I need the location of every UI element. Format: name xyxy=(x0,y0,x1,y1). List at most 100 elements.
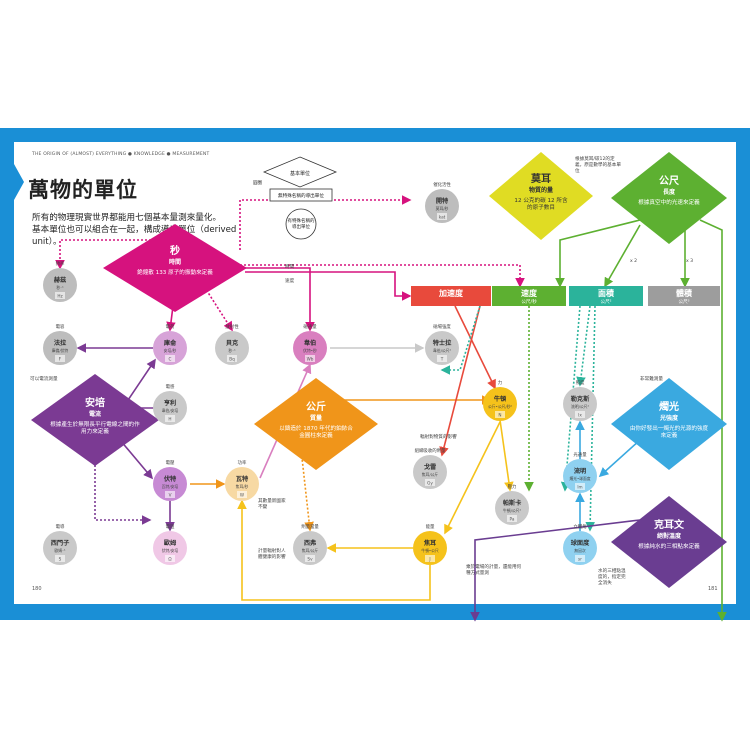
unit-farad-unit: 庫倫/伏特 xyxy=(52,348,69,353)
legend-box xyxy=(269,188,333,202)
base-unit-mole-diamond xyxy=(489,152,593,240)
unit-coulomb-symbol-box xyxy=(165,355,175,362)
unit-volt-name: 伏特 xyxy=(164,475,177,483)
unit-katal-unit: 莫耳/秒 xyxy=(436,206,449,211)
unit-watt-symbol: W xyxy=(240,493,244,498)
derived-box-speed-rect xyxy=(492,286,566,306)
unit-henry-circle xyxy=(153,391,187,425)
unit-henry-symbol: H xyxy=(168,417,171,422)
unit-lm-unit: 燭光•球面度 xyxy=(569,476,590,481)
unit-newton-circle xyxy=(483,387,517,421)
unit-katal-symbol: kat xyxy=(439,215,446,220)
unit-coulomb-symbol: C xyxy=(169,357,172,362)
unit-watt-circle xyxy=(225,467,259,501)
unit-newton-quantity: 力 xyxy=(498,379,502,386)
unit-becquerel-symbol: Bq xyxy=(229,357,235,362)
derived-box-accel: 加速度 xyxy=(411,286,491,306)
unit-volt-quantity: 電壓 xyxy=(166,460,175,466)
note-kelvin_note: 水的三相點溫 xyxy=(598,567,626,574)
note-sievert_note: 計量輻射對人 xyxy=(258,547,286,554)
note-kelvin_note: 全消失 xyxy=(598,579,612,586)
running-header: THE ORIGIN OF (ALMOST) EVERYTHING ● KNOW… xyxy=(32,152,210,157)
note-watt_note: 其數量新國家 xyxy=(258,497,286,504)
unit-henry-quantity: 電感 xyxy=(166,383,175,390)
unit-volt-unit: 瓦特/安培 xyxy=(162,484,179,489)
unit-siemens-quantity: 電導 xyxy=(56,523,65,530)
note-x3: x 3 xyxy=(686,258,693,264)
unit-sievert-quantity: 劑量當量 xyxy=(301,523,319,530)
base-unit-metre-name: 公尺 xyxy=(659,175,679,187)
base-unit-ampere-quantity: 電流 xyxy=(89,410,101,418)
base-unit-ampere-diamond xyxy=(31,374,159,466)
unit-pascal-circle xyxy=(495,491,529,525)
connector-line-34 xyxy=(598,439,641,478)
unit-sievert-circle xyxy=(293,531,327,565)
note-watt_note: 不變 xyxy=(258,503,268,510)
unit-coulomb-circle xyxy=(153,331,187,365)
unit-ohm-symbol: Ω xyxy=(168,557,172,562)
base-unit-mole-desc: 12 公克的碳 12 所含 xyxy=(514,196,568,204)
base-unit-kelvin-quantity: 絕對溫度 xyxy=(657,532,682,540)
unit-lumen-unit: 流明/公尺² xyxy=(571,404,589,409)
unit-watt-quantity: 功率 xyxy=(238,459,247,466)
unit-siemens-symbol-box xyxy=(55,555,65,562)
unit-becquerel-circle xyxy=(215,331,249,365)
unit-steradian-symbol-box xyxy=(575,555,585,562)
unit-tesla-unit: 韋伯/公尺² xyxy=(433,348,451,353)
derived-box-area-name: 面積 xyxy=(598,288,615,298)
connector-line-27 xyxy=(604,224,641,288)
base-unit-kilogram-quantity: 質量 xyxy=(310,414,322,422)
unit-katal-name: 開特 xyxy=(436,197,449,205)
unit-watt-name: 瓦特 xyxy=(236,475,249,483)
unit-farad-symbol: F xyxy=(59,357,62,362)
unit-farad-quantity: 電容 xyxy=(56,323,65,330)
title-tab-marker xyxy=(14,164,24,200)
note-kelvin_note: 度的，指定完 xyxy=(598,573,626,580)
unit-weber-circle xyxy=(293,331,327,365)
unit-steradian-circle xyxy=(563,531,597,565)
derived-unit-circles: 赫茲秒⁻¹Hz頻率開特莫耳/秒kat催化活性法拉庫倫/伏特F電容庫侖安培/秒C電… xyxy=(43,181,597,565)
unit-lm-symbol-box xyxy=(575,483,585,490)
base-unit-mole-quantity: 物質的量 xyxy=(529,186,553,194)
unit-steradian-symbol: sr xyxy=(578,557,582,562)
unit-farad-name: 法拉 xyxy=(54,339,67,347)
legend-base-label: 基本單位 xyxy=(290,170,310,177)
unit-joule-symbol-box xyxy=(425,555,435,562)
unit-pascal-quantity: 壓力 xyxy=(508,483,517,490)
connector-line-16 xyxy=(299,439,314,532)
unit-watt-symbol-box xyxy=(237,491,247,498)
note-mole_note: 位 xyxy=(575,167,580,174)
intro-line-2: 基本單位也可以組合在一起，構成導出單位（derived unit）。 xyxy=(32,225,237,247)
unit-lumen-circle xyxy=(563,387,597,421)
note-volt_note: 可以電流測量 xyxy=(30,375,58,382)
connector-line-29 xyxy=(699,219,727,622)
unit-siemens-circle xyxy=(43,531,77,565)
derived-unit-boxes: 加速度速度公尺/秒面積公尺²體積公尺³ xyxy=(411,286,720,306)
unit-newton-name: 牛頓 xyxy=(494,395,507,403)
connector-line-6 xyxy=(240,264,525,288)
unit-gray-symbol-box xyxy=(425,479,435,486)
base-unit-ampere-name: 安培 xyxy=(85,396,105,409)
base-unit-metre-desc: 根據真空中的光速來定義 xyxy=(638,198,700,206)
connector-line-10 xyxy=(94,445,152,525)
unit-newton-symbol-box xyxy=(495,411,505,418)
unit-lm-quantity: 光通量 xyxy=(573,451,587,458)
unit-becquerel-quantity: 放射性 xyxy=(225,323,239,330)
unit-henry-name: 亨利 xyxy=(164,399,176,407)
note-mole_note: 根據莫耳/碳12的定 xyxy=(575,155,615,162)
unit-joule-quantity: 能量 xyxy=(426,523,435,530)
unit-weber-unit: 伏特•秒 xyxy=(303,348,317,353)
base-unit-candela-desc: 來定義 xyxy=(661,431,678,439)
